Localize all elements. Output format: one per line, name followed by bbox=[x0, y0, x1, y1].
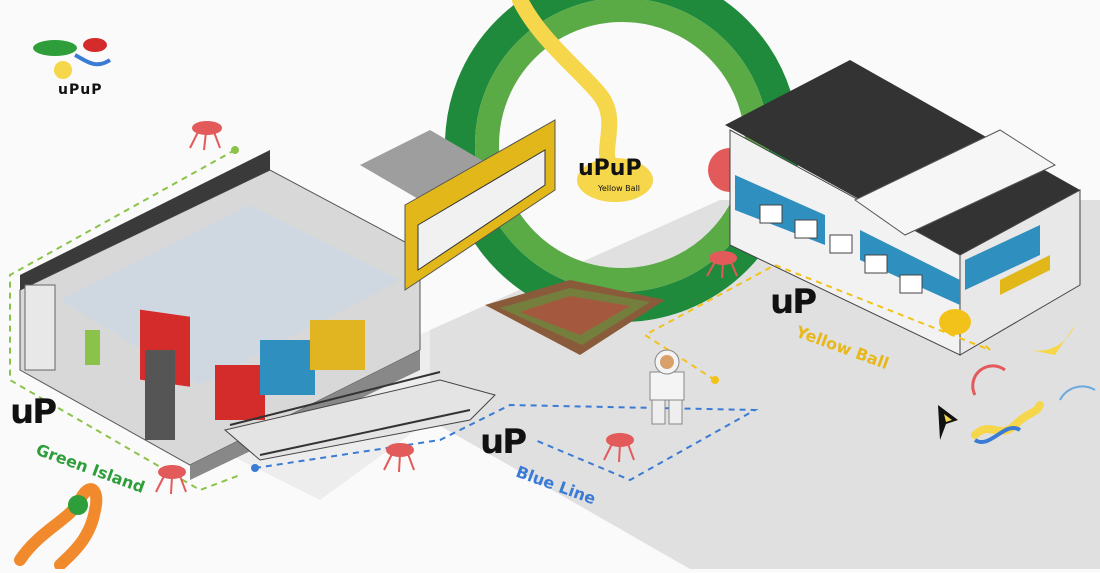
yellow-wave bbox=[971, 401, 1044, 439]
arrow-pointer-icon bbox=[938, 405, 958, 440]
bug-icon bbox=[603, 433, 635, 463]
orange-swirl bbox=[14, 483, 103, 571]
blue-wave bbox=[973, 426, 1022, 444]
yellow-frame-window bbox=[417, 149, 546, 271]
right-building bbox=[725, 60, 1081, 356]
red-arc bbox=[971, 364, 1006, 396]
green-path-end bbox=[231, 146, 239, 154]
yellow-ball-mark: uP bbox=[770, 282, 817, 322]
blue-line-mark: uP bbox=[480, 422, 527, 462]
yellow-path-end bbox=[711, 376, 719, 384]
green-island-mark: uP bbox=[10, 392, 57, 432]
yellow-half-circle bbox=[1030, 325, 1075, 355]
center-logo-sub: Yellow Ball bbox=[598, 184, 641, 193]
grey-block bbox=[360, 130, 490, 200]
bug-icon bbox=[189, 121, 222, 151]
center-logo-text: uPuP bbox=[578, 156, 642, 181]
astronaut-figure bbox=[649, 349, 685, 425]
bug-icon bbox=[155, 465, 187, 495]
green-path bbox=[9, 149, 241, 492]
blue-arc bbox=[1059, 385, 1096, 401]
bug-icon bbox=[706, 251, 738, 279]
staircase bbox=[223, 371, 496, 461]
left-building bbox=[19, 150, 421, 480]
logo-graphic bbox=[33, 38, 112, 79]
bug-icon bbox=[383, 443, 415, 473]
logo-text: uPuP bbox=[58, 82, 103, 98]
blue-path-end bbox=[251, 464, 259, 472]
